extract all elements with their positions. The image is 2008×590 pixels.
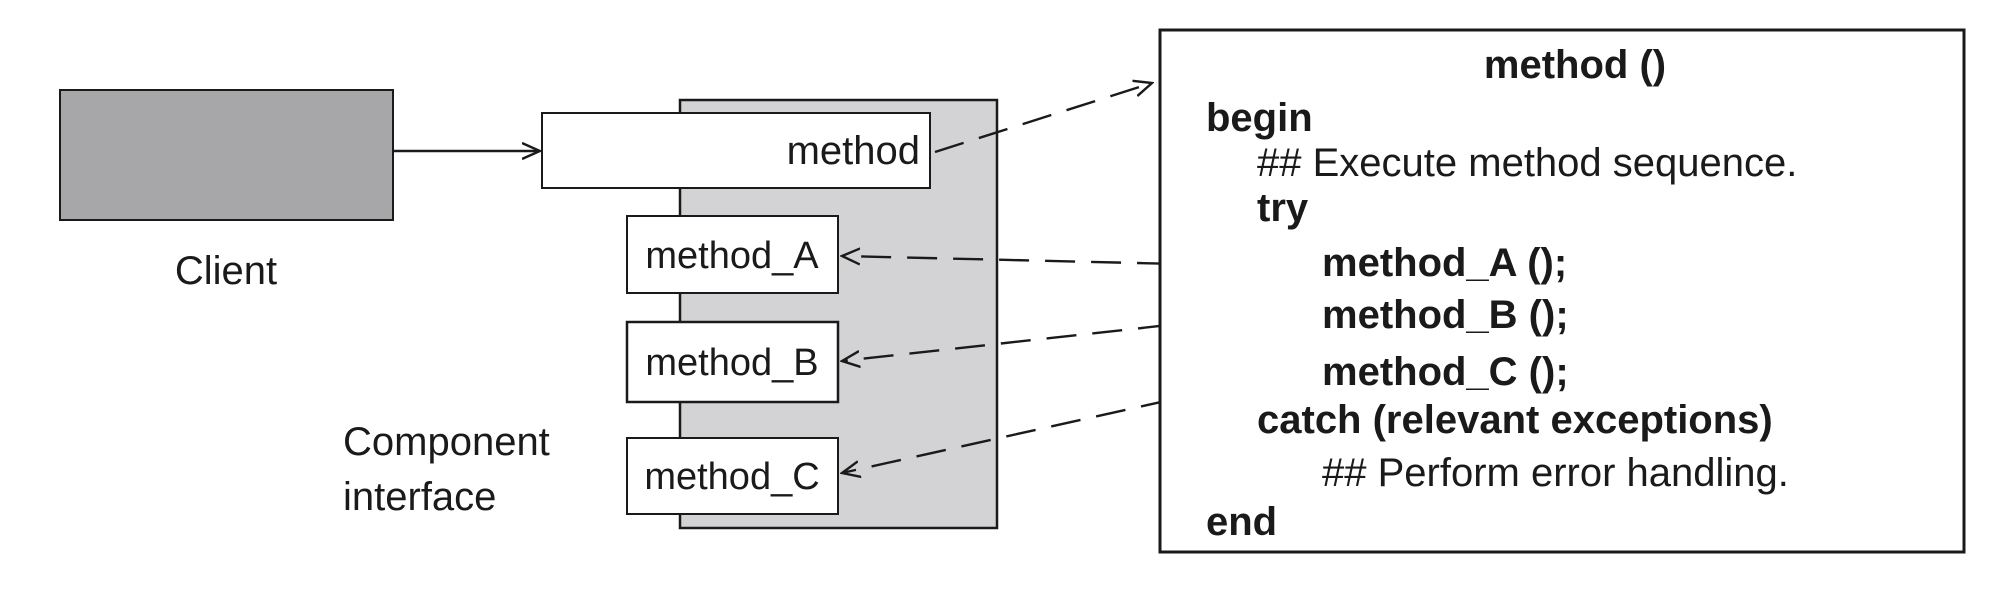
- code-line-method-b: method_B ();: [1322, 293, 1569, 337]
- method-box: [541, 112, 931, 189]
- component-label-line1: Component: [343, 420, 550, 464]
- method-b-box: [625, 320, 840, 404]
- method-to-code-arrow: [934, 83, 1152, 154]
- code-line-catch: catch (relevant exceptions): [1257, 398, 1773, 442]
- method-b-label: method_B: [645, 342, 818, 384]
- method-c-label: method_C: [644, 456, 819, 498]
- code-box: [1158, 28, 1966, 554]
- call-b-arrow: [842, 308, 1306, 361]
- call-c-arrow: [842, 368, 1306, 473]
- code-line-method-a: method_A ();: [1322, 241, 1567, 285]
- component-label-line2: interface: [343, 475, 496, 519]
- code-line-method-c: method_C ();: [1322, 350, 1569, 394]
- call-a-arrow: [842, 256, 1306, 269]
- client-box: [59, 89, 394, 221]
- method-a-box: [626, 215, 839, 294]
- method-box-label: method: [787, 129, 920, 173]
- method-a-label: method_A: [645, 235, 819, 277]
- code-line-comment-execute: ## Execute method sequence.: [1257, 141, 1797, 185]
- code-line-comment-error: ## Perform error handling.: [1322, 451, 1789, 495]
- client-label: Client: [175, 249, 277, 293]
- code-title: method (): [1484, 43, 1666, 87]
- method-c-box: [626, 437, 839, 515]
- code-line-end: end: [1206, 500, 1277, 544]
- code-line-begin: begin: [1206, 96, 1313, 140]
- code-line-try: try: [1257, 186, 1309, 230]
